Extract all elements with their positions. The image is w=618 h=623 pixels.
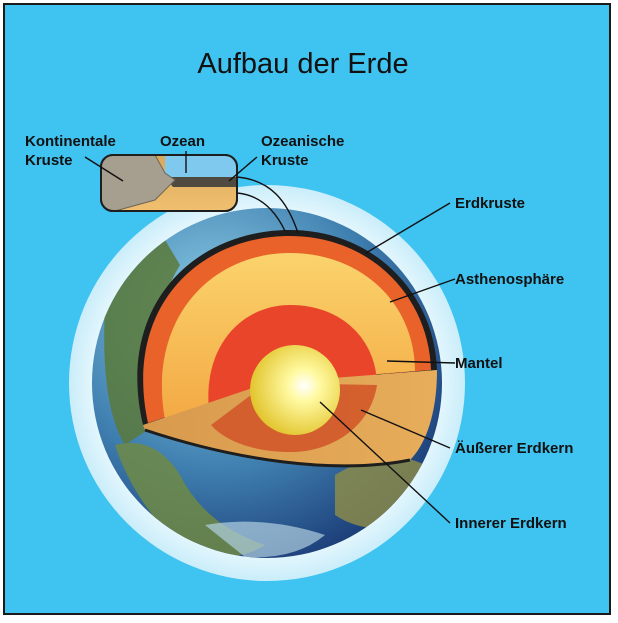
label-oceanic-crust-1: Ozeanische bbox=[261, 133, 344, 150]
diagram-frame: Aufbau der Erde bbox=[3, 3, 611, 615]
label-ocean: Ozean bbox=[160, 133, 205, 150]
label-inner-core: Innerer Erdkern bbox=[455, 515, 567, 532]
label-continental-crust-2: Kruste bbox=[25, 152, 73, 169]
label-mantle: Mantel bbox=[455, 355, 503, 372]
crust-section-inset bbox=[85, 151, 257, 211]
page-title: Aufbau der Erde bbox=[197, 48, 408, 80]
label-crust: Erdkruste bbox=[455, 195, 525, 212]
earth-structure-diagram: Aufbau der Erde bbox=[5, 5, 611, 615]
label-oceanic-crust-2: Kruste bbox=[261, 152, 309, 169]
label-asthenosphere: Asthenosphäre bbox=[455, 271, 564, 288]
inner-core bbox=[250, 345, 340, 435]
label-outer-core: Äußerer Erdkern bbox=[455, 440, 573, 457]
label-continental-crust-1: Kontinentale bbox=[25, 133, 116, 150]
